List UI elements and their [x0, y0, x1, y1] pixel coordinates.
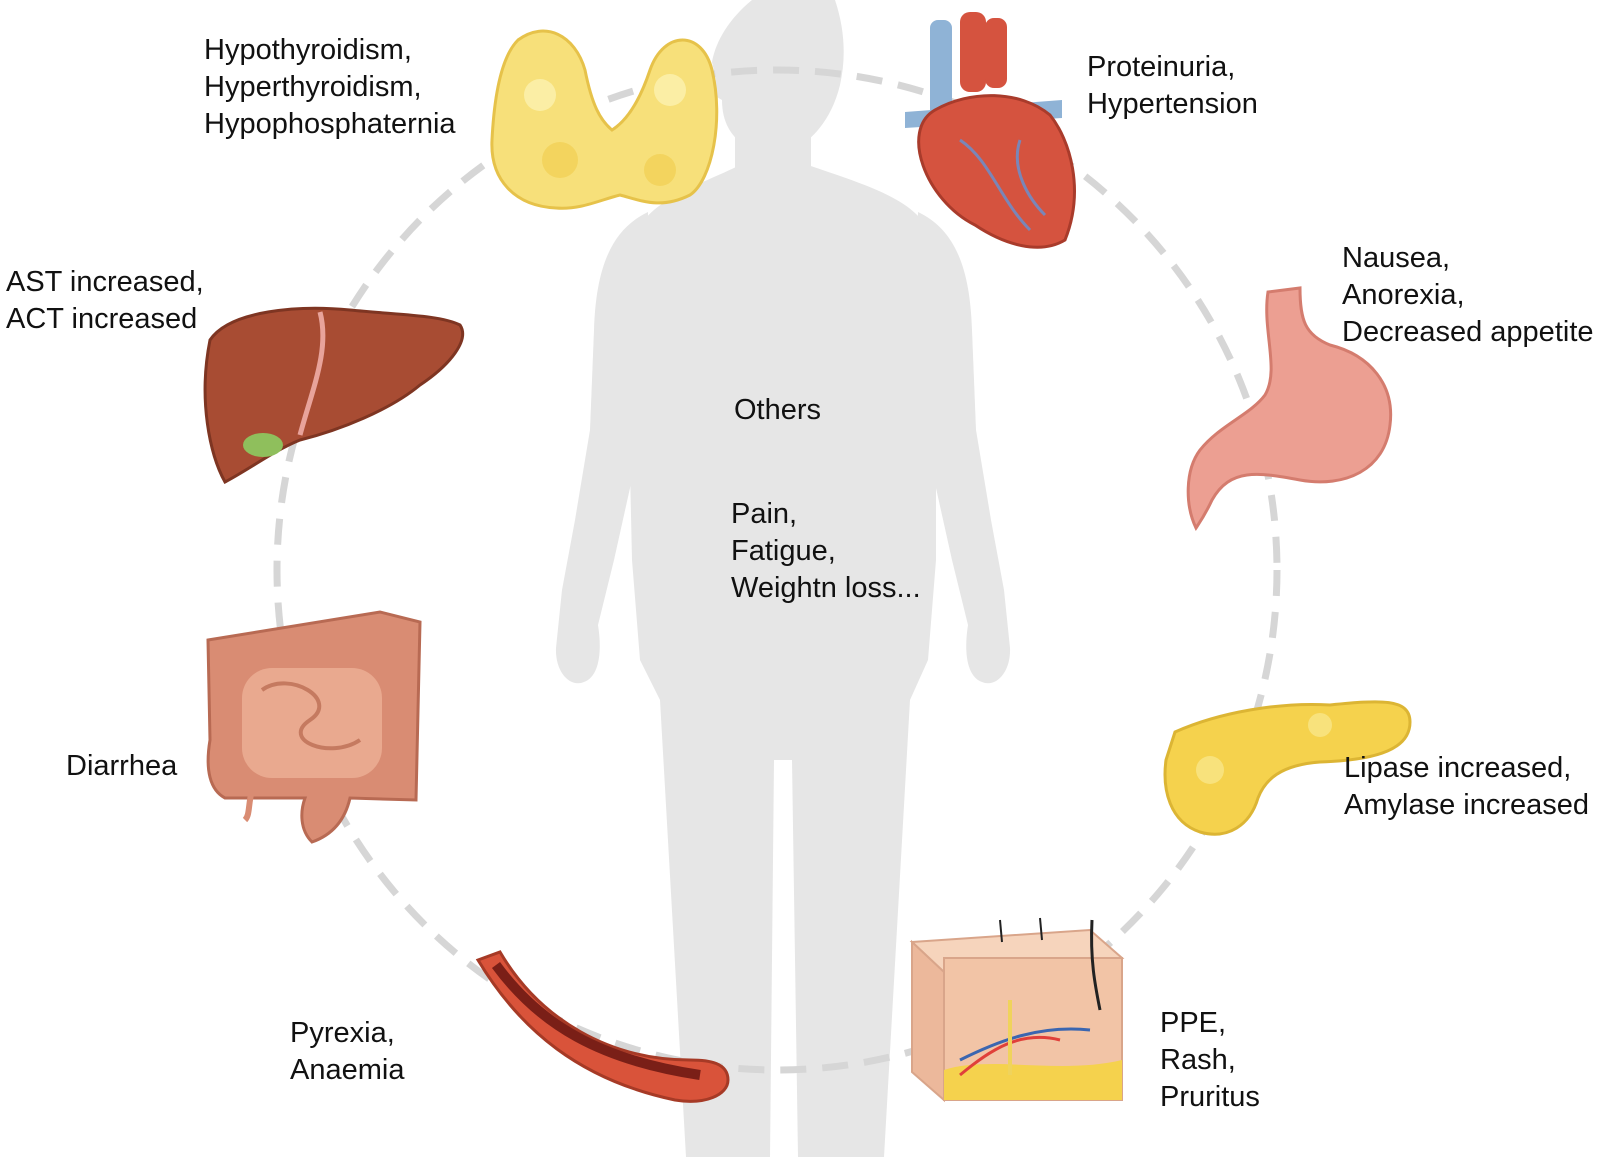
thyroid-icon [490, 29, 719, 210]
skin-label: PPE, Rash, Pruritus [1160, 1007, 1260, 1113]
liver-label: AST increased, ACT increased [6, 266, 204, 335]
organ-ring [273, 66, 1281, 1074]
stomach-icon [1186, 286, 1393, 532]
pancreas-label: Lipase increased, Amylase increased [1344, 752, 1589, 821]
artery-label: Pyrexia, Anaemia [290, 1017, 405, 1086]
human-silhouette [555, 0, 1011, 1157]
center-title: Others [734, 394, 822, 426]
intestine-label: Diarrhea [66, 750, 178, 782]
artery-icon [475, 950, 730, 1103]
heart-label: Proteinuria, Hypertension [1087, 51, 1258, 120]
center-line: Pain, [731, 498, 798, 530]
center-line: Fatigue, [731, 535, 836, 567]
liver-icon [203, 306, 465, 485]
skin-icon [909, 917, 1125, 1103]
thyroid-label: Hypothyroidism, Hyperthyroidism, Hypopho… [204, 34, 456, 140]
intestine-icon [206, 610, 422, 844]
heart-icon [905, 12, 1076, 249]
stomach-label: Nausea, Anorexia, Decreased appetite [1342, 242, 1594, 348]
center-symptom-list: Pain, Fatigue, Weightn loss... [731, 496, 921, 607]
pancreas-icon [1163, 700, 1412, 836]
center-line: Weightn loss... [731, 572, 921, 604]
